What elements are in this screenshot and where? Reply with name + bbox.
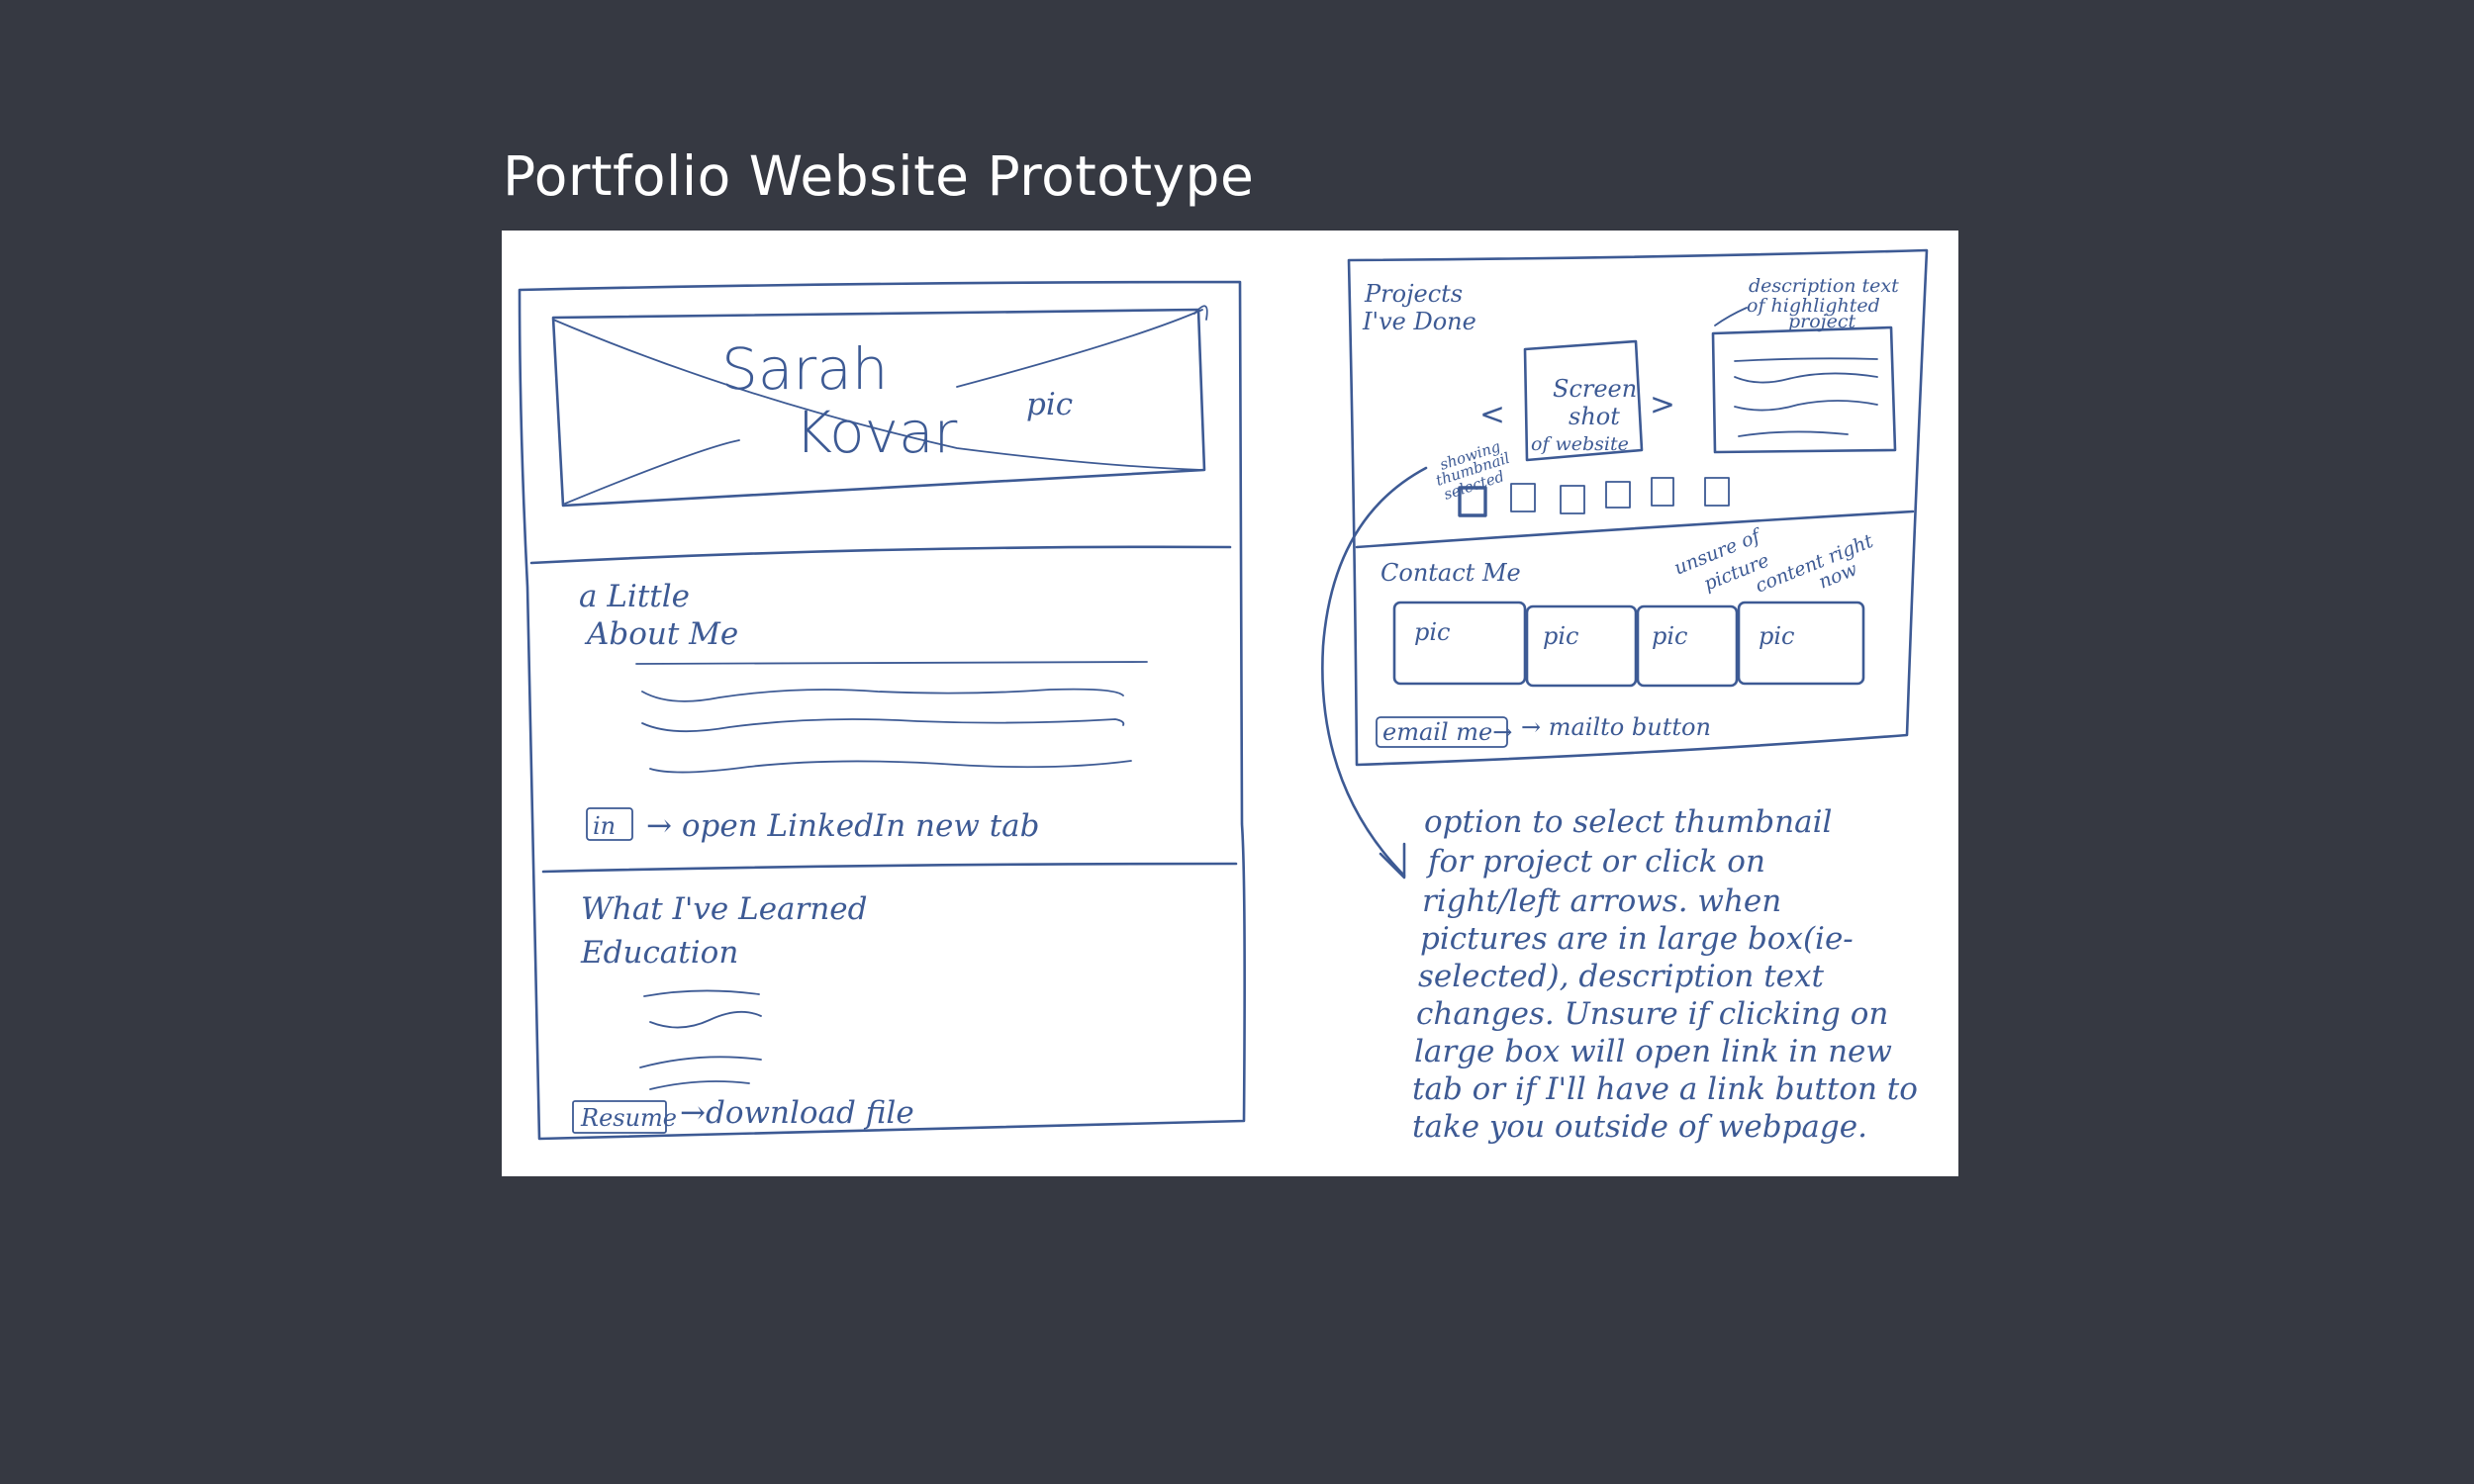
thumbnail-6[interactable] — [1704, 477, 1730, 507]
screenshot-line2: shot — [1569, 403, 1620, 430]
hero-name-line2: Kovar — [795, 399, 957, 466]
description-note-line1: description text — [1749, 275, 1899, 297]
education-text-line-4 — [649, 1080, 750, 1090]
note-line-6: changes. Unsure if clicking on — [1416, 996, 1888, 1032]
email-me-button[interactable] — [1376, 716, 1508, 748]
description-box — [1711, 325, 1897, 454]
projects-heading-line2: I've Done — [1362, 308, 1476, 335]
resume-button[interactable] — [572, 1100, 667, 1134]
note-line-8: tab or if I'll have a link button to — [1412, 1071, 1918, 1107]
description-line-4 — [1738, 430, 1849, 437]
about-text-line-1 — [635, 661, 1148, 665]
thumbnail-to-notes-arrow — [1321, 466, 1428, 878]
left-page-sketch: Sarah Kovar pic a Little About Me in → o… — [518, 280, 1246, 1141]
education-text-line-3 — [639, 1056, 762, 1068]
screenshot-line3: of website — [1531, 433, 1629, 455]
hero-name-line1: Sarah — [721, 335, 889, 403]
resume-button-label: Resume — [580, 1104, 677, 1132]
prototype-sketch: Sarah Kovar pic a Little About Me in → o… — [502, 231, 1958, 1176]
right-divider — [1355, 510, 1915, 549]
education-text-line-1 — [643, 989, 760, 997]
thumbnail-2[interactable] — [1510, 483, 1536, 512]
contact-pic-4 — [1737, 601, 1865, 686]
contact-pic-4-label: pic — [1759, 622, 1794, 650]
description-note-line3: project — [1788, 311, 1856, 332]
email-me-button-label: email me→ — [1382, 718, 1512, 746]
right-page-outline — [1347, 248, 1929, 767]
hero-box — [551, 308, 1206, 508]
unsure-note-line3: content right — [1753, 530, 1877, 598]
contact-pic-2-label: pic — [1543, 622, 1578, 650]
note-line-5: selected), description text — [1418, 959, 1825, 994]
description-line-2 — [1734, 372, 1878, 384]
left-divider-2 — [541, 862, 1238, 874]
learned-heading: What I've Learned — [581, 891, 868, 927]
note-line-9: take you outside of webpage. — [1412, 1109, 1867, 1145]
thumbnail-1-selected[interactable] — [1458, 486, 1487, 517]
note-line-4: pictures are in large box(ie- — [1420, 921, 1854, 957]
hero-pic-label: pic — [1026, 387, 1073, 422]
thumbnail-5[interactable] — [1651, 477, 1674, 507]
screenshot-line1: Screen — [1553, 375, 1637, 403]
design-notes: option to select thumbnail for project o… — [1412, 804, 1918, 1145]
contact-pic-1 — [1392, 601, 1527, 686]
sketch-drawing: Sarah Kovar pic a Little About Me in → o… — [518, 248, 1929, 1145]
left-page-outline — [518, 280, 1246, 1141]
about-heading-line1: a Little — [579, 579, 690, 614]
description-line-3 — [1734, 400, 1878, 412]
slide-title: Portfolio Website Prototype — [503, 144, 1255, 208]
contact-heading: Contact Me — [1380, 559, 1521, 587]
note-line-3: right/left arrows. when — [1422, 883, 1781, 919]
project-next-arrow[interactable]: > — [1650, 387, 1675, 422]
screenshot-box[interactable] — [1523, 339, 1644, 462]
projects-heading-line1: Projects — [1364, 280, 1463, 308]
project-prev-arrow[interactable]: < — [1479, 397, 1505, 432]
right-page-sketch: Projects I've Done description text of h… — [1321, 248, 1929, 1145]
hero-cross-line-1 — [552, 319, 1203, 471]
note-line-1: option to select thumbnail — [1424, 804, 1832, 840]
about-text-line-2 — [641, 688, 1124, 702]
contact-pic-1-label: pic — [1414, 618, 1450, 646]
arrow-head — [1379, 842, 1406, 880]
thumbnail-4[interactable] — [1605, 481, 1631, 509]
thumbnail-3[interactable] — [1560, 485, 1585, 514]
education-heading: Education — [580, 935, 738, 971]
hero-corner-curl — [1193, 305, 1208, 321]
resume-note: →download file — [680, 1095, 914, 1131]
contact-pic-3-label: pic — [1652, 622, 1687, 650]
description-note-line2: of highlighted — [1747, 295, 1880, 317]
left-divider-1 — [529, 545, 1232, 565]
linkedin-icon-box[interactable] — [586, 807, 633, 841]
education-text-line-2 — [649, 1010, 762, 1029]
about-text-line-3 — [641, 718, 1125, 733]
hero-cross-line-2 — [564, 309, 1203, 505]
description-line-1 — [1734, 357, 1878, 362]
contact-pic-2 — [1525, 604, 1638, 688]
note-line-2: for project or click on — [1426, 844, 1765, 880]
description-note-pointer — [1714, 307, 1748, 326]
contact-pic-3 — [1636, 604, 1739, 688]
about-text-line-4 — [649, 760, 1132, 774]
email-note: → mailto button — [1521, 713, 1711, 741]
linkedin-note: → open LinkedIn new tab — [646, 808, 1040, 844]
about-heading-line2: About Me — [584, 616, 738, 652]
note-line-7: large box will open link in new — [1414, 1034, 1892, 1069]
linkedin-icon-label: in — [593, 812, 616, 840]
